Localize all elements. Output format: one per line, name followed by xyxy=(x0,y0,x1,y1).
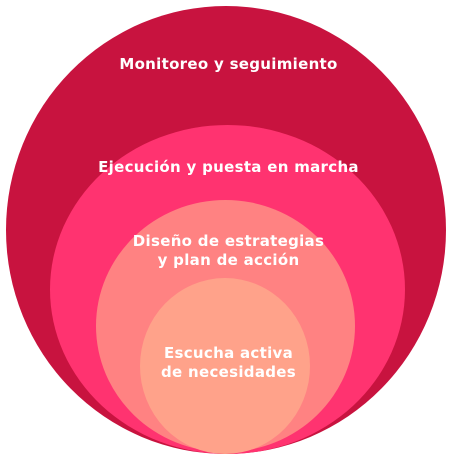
circle-escucha xyxy=(140,278,310,454)
label-diseno: Diseño de estrategias y plan de acción xyxy=(0,232,457,270)
label-diseno-line-1: Diseño de estrategias xyxy=(132,232,325,250)
label-ejecucion: Ejecución y puesta en marcha xyxy=(0,158,457,177)
label-diseno-line-2: y plan de acción xyxy=(157,251,300,269)
label-escucha-line-2: de necesidades xyxy=(160,363,297,381)
label-escucha-line-1: Escucha activa xyxy=(163,344,294,362)
label-monitoreo: Monitoreo y seguimiento xyxy=(0,55,457,74)
label-ejecucion-line-1: Ejecución y puesta en marcha xyxy=(98,158,359,176)
label-escucha: Escucha activa de necesidades xyxy=(0,344,457,382)
label-monitoreo-line-1: Monitoreo y seguimiento xyxy=(119,55,338,73)
